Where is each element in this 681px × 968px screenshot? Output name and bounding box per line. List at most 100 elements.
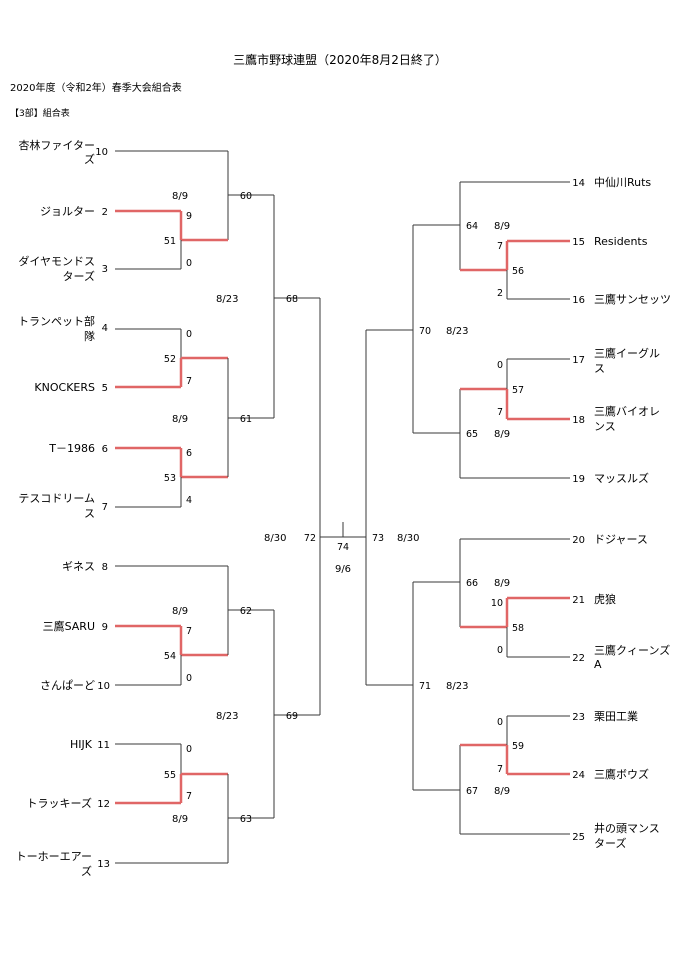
- score: 0: [497, 360, 503, 371]
- left-teams: 杏林ファイター ズ 10 ジョルター 2 ダイヤモンドス ターズ 3 トランペッ…: [16, 138, 110, 878]
- match-numbers: 51 52 53 54 55 56 57 58 59 60 61 62 63 6…: [164, 191, 524, 825]
- score: 0: [186, 329, 192, 340]
- team-name: 三鷹バイオレ: [594, 404, 660, 418]
- team-seed: 12: [97, 799, 110, 810]
- score: 7: [186, 791, 192, 802]
- team-seed: 20: [572, 535, 585, 546]
- team-name: ダイヤモンドス: [18, 254, 95, 268]
- team-seed: 8: [102, 562, 108, 573]
- team-seed: 11: [97, 740, 110, 751]
- match-date: 8/9: [172, 191, 188, 202]
- team-seed: 2: [102, 207, 108, 218]
- match-date: 8/23: [216, 294, 238, 305]
- right-teams: 14 中仙川Ruts 15 Residents 16 三鷹サンセッツ 17 三鷹…: [572, 176, 671, 850]
- match-number: 57: [512, 385, 524, 396]
- match-number: 51: [164, 236, 176, 247]
- match-date: 9/6: [335, 564, 351, 575]
- team-name: ターズ: [594, 836, 626, 850]
- team-name: 三鷹SARU: [43, 619, 95, 633]
- team-seed: 5: [102, 383, 108, 394]
- match-number: 66: [466, 578, 478, 589]
- dates: 8/9 8/9 8/9 8/9 8/23 8/23 8/30 9/6 8/30 …: [172, 191, 510, 825]
- team-name: 隊: [84, 329, 95, 343]
- team-name: ズ: [84, 152, 95, 166]
- team-seed: 7: [102, 502, 108, 513]
- right-bracket-lines: [365, 181, 570, 835]
- team-seed: 14: [572, 178, 585, 189]
- match-date: 8/9: [172, 814, 188, 825]
- score: 9: [186, 211, 192, 222]
- match-number: 65: [466, 429, 478, 440]
- team-name: トランペット部: [18, 314, 95, 328]
- team-name: 三鷹ボウズ: [594, 767, 649, 781]
- match-number: 74: [337, 542, 349, 553]
- left-bracket-lines: [115, 150, 366, 864]
- team-name: 三鷹サンセッツ: [594, 292, 671, 306]
- match-number: 64: [466, 221, 478, 232]
- match-date: 8/23: [446, 681, 468, 692]
- team-name: ンス: [594, 420, 616, 433]
- team-seed: 22: [572, 653, 585, 664]
- page-title: 三鷹市野球連盟（2020年8月2日終了）: [233, 52, 447, 67]
- score: 0: [186, 673, 192, 684]
- score: 7: [497, 764, 503, 775]
- match-number: 59: [512, 741, 524, 752]
- team-name: マッスルズ: [594, 471, 649, 485]
- team-name: 三鷹クィーンズ: [594, 643, 670, 657]
- team-name: ス: [594, 362, 605, 375]
- team-seed: 23: [572, 712, 585, 723]
- team-name: ジョルター: [40, 205, 95, 218]
- match-date: 8/9: [172, 606, 188, 617]
- team-seed: 19: [572, 474, 585, 485]
- team-seed: 13: [97, 859, 110, 870]
- score: 7: [186, 626, 192, 637]
- match-number: 60: [240, 191, 252, 202]
- score: 7: [497, 407, 503, 418]
- match-number: 55: [164, 770, 176, 781]
- score: 0: [186, 258, 192, 269]
- score: 7: [186, 376, 192, 387]
- match-date: 8/30: [397, 533, 419, 544]
- team-name: ス: [84, 507, 95, 520]
- team-seed: 10: [97, 681, 110, 692]
- team-name: HIJK: [70, 738, 93, 751]
- score: 0: [497, 717, 503, 728]
- match-number: 63: [240, 814, 252, 825]
- team-name: KNOCKERS: [34, 381, 95, 394]
- match-date: 8/9: [494, 578, 510, 589]
- team-name: ギネス: [62, 560, 95, 573]
- team-name: テスコドリーム: [18, 492, 95, 505]
- team-name: トーホーエアー: [16, 850, 92, 863]
- match-number: 71: [419, 681, 431, 692]
- team-seed: 16: [572, 295, 585, 306]
- scores: 9 0 0 7 6 4 7 0 0 7 7 2 0 7 10 0 0 7: [186, 211, 503, 802]
- score: 6: [186, 448, 192, 459]
- team-name: ターズ: [63, 269, 95, 283]
- team-name: 虎狼: [594, 592, 616, 606]
- team-seed: 6: [102, 444, 108, 455]
- team-seed: 9: [102, 622, 108, 633]
- match-number: 62: [240, 606, 252, 617]
- match-number: 69: [286, 711, 298, 722]
- match-number: 56: [512, 266, 524, 277]
- match-number: 61: [240, 414, 252, 425]
- score: 4: [186, 495, 192, 506]
- team-name: ドジャース: [594, 533, 648, 546]
- team-name: T－1986: [48, 442, 95, 455]
- team-seed: 24: [572, 770, 585, 781]
- score: 7: [497, 241, 503, 252]
- match-date: 8/30: [264, 533, 286, 544]
- match-date: 8/9: [172, 414, 188, 425]
- match-date: 8/23: [446, 326, 468, 337]
- team-seed: 25: [572, 832, 585, 843]
- match-date: 8/9: [494, 786, 510, 797]
- team-seed: 4: [102, 323, 108, 334]
- team-name: 中仙川Ruts: [594, 176, 651, 189]
- team-seed: 15: [572, 237, 585, 248]
- match-number: 58: [512, 623, 524, 634]
- score: 0: [186, 744, 192, 755]
- section-label: 【3部】組合表: [10, 107, 70, 119]
- team-name: A: [594, 658, 602, 671]
- score: 0: [497, 645, 503, 656]
